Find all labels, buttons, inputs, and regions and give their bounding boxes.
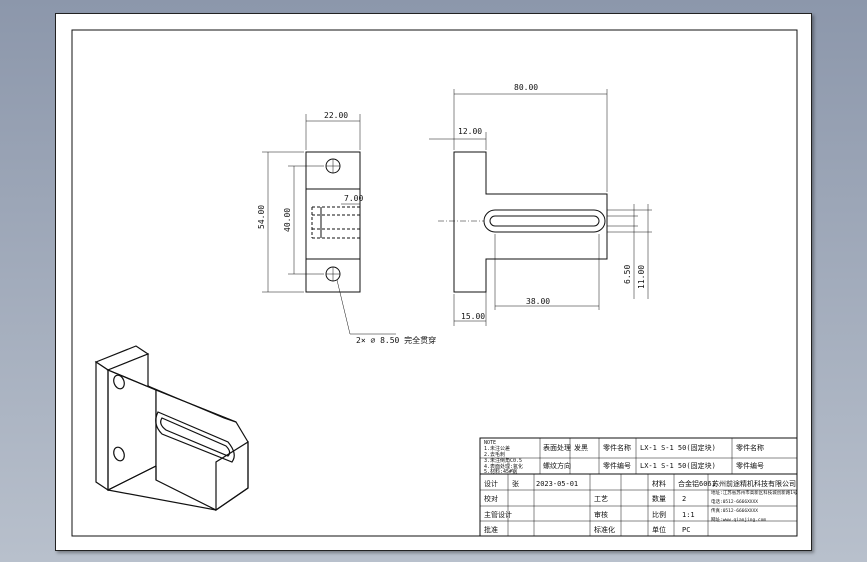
- check-label: 校对: [484, 494, 498, 503]
- title-block-notes: NOTE 1.未注公差 2.去毛刺 3.未注倒角C0.5 4.表面处理:氧化 5…: [484, 440, 523, 475]
- company-address: 地址:江苏省苏州市高新区科技城创新路1号: [711, 489, 798, 496]
- name-label-right: 零件名称: [736, 443, 764, 452]
- dim-slot-width: 6.50: [623, 265, 632, 284]
- main-design-label: 主管设计: [484, 510, 512, 519]
- scale-value: 1:1: [682, 511, 695, 519]
- drawing-sheet: 22.00 54.00 40.00 7.00 2× ⌀ 8.50 完全贯穿: [55, 13, 812, 551]
- process-label: 工艺: [594, 495, 608, 503]
- material-name-label: 零件名称: [603, 443, 631, 452]
- part-no-suffix: 零件编号: [736, 461, 764, 470]
- dim-hole-spacing: 40.00: [283, 208, 292, 232]
- note-line: NOTE: [484, 440, 496, 446]
- material-value: 合金铝6061: [678, 479, 716, 488]
- blackening-label: 发黑: [574, 443, 588, 452]
- designer-value: 张: [512, 479, 519, 488]
- company-fax: 传真:0512-6666XXXX: [711, 507, 758, 514]
- scale-label: 比例: [652, 510, 666, 519]
- dim-top-width: 22.00: [324, 111, 348, 120]
- hole-callout: 2× ⌀ 8.50 完全贯穿: [356, 335, 436, 345]
- part-no-label: 零件编号: [603, 461, 631, 470]
- front-view: [262, 114, 396, 335]
- qty-label: 数量: [652, 494, 666, 503]
- note-line: 4.表面处理:氧化: [484, 463, 523, 470]
- surface-treatment-label: 表面处理: [543, 443, 571, 452]
- company-web: 网址:www.qianjing.com: [711, 516, 766, 523]
- drawing-canvas: 22.00 54.00 40.00 7.00 2× ⌀ 8.50 完全贯穿: [71, 29, 798, 537]
- unit-label: 单位: [652, 525, 666, 534]
- dim-flange-width: 12.00: [458, 127, 482, 136]
- thread-spec-label: 螺纹方向: [543, 461, 571, 470]
- qty-value: 2: [682, 495, 686, 503]
- dim-stem-offset: 15.00: [461, 312, 485, 321]
- inner-frame: [71, 29, 798, 537]
- part-no-value: LX-1 S-1 50(固定块): [640, 461, 716, 470]
- company-tel: 电话:0512-6666XXXX: [711, 498, 758, 505]
- approve-label: 批准: [484, 525, 498, 534]
- review-label: 审核: [594, 510, 608, 519]
- note-line: 3.未注倒角C0.5: [484, 457, 522, 464]
- dim-slot-depth: 7.00: [344, 194, 363, 203]
- isometric-view: [94, 345, 249, 512]
- dim-slot-length: 38.00: [526, 297, 550, 306]
- front-view-body: [305, 151, 361, 293]
- company-name: 苏州前途精机科技有限公司: [712, 479, 796, 488]
- side-view: [429, 89, 652, 326]
- note-line: 1.未注公差: [484, 445, 510, 452]
- title-block: [479, 437, 798, 537]
- designer-label: 设计: [484, 479, 498, 488]
- material-label: 材料: [652, 479, 666, 488]
- note-line: 5.材料:45#钢: [484, 468, 517, 475]
- material-name-value: LX-1 S-1 50(固定块): [640, 443, 716, 452]
- unit-value: PC: [682, 526, 690, 534]
- dim-overall-width: 80.00: [514, 83, 538, 92]
- std-label: 标准化: [594, 525, 615, 534]
- dim-slot-outer: 11.00: [637, 265, 646, 289]
- side-view-body: [453, 151, 608, 293]
- dim-height-total: 54.00: [257, 205, 266, 229]
- note-line: 2.去毛刺: [484, 451, 505, 458]
- design-date: 2023-05-01: [536, 480, 578, 488]
